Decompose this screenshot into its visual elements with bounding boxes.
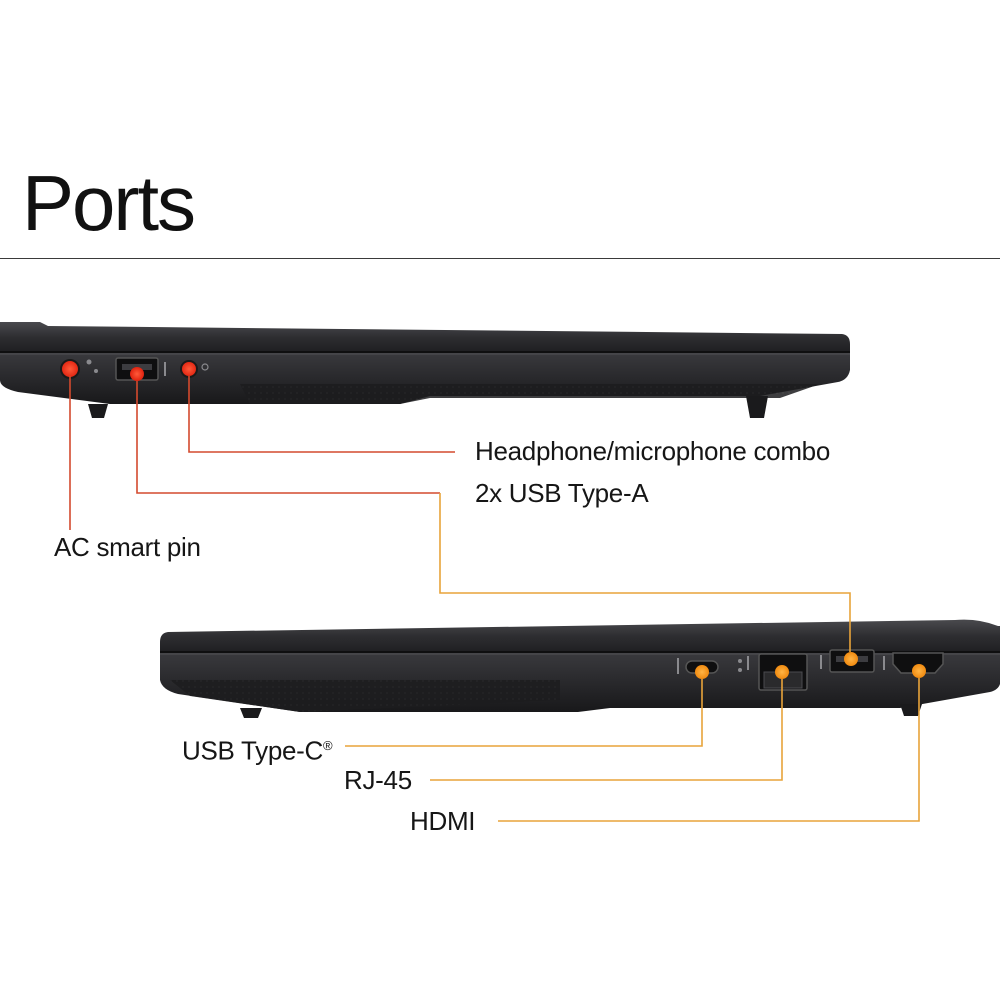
hdmi-port	[892, 652, 944, 674]
callout-hdmi: HDMI	[410, 806, 476, 836]
hdmi-port-marker	[912, 664, 926, 678]
leader-line-hdmi	[498, 678, 920, 822]
usb-a-port-right-marker	[844, 652, 858, 666]
usb-c-symbol-icon	[677, 658, 679, 674]
laptop-right-lid	[160, 619, 1000, 652]
callout-rj45: RJ-45	[344, 765, 412, 795]
usb-symbol-icon	[164, 362, 166, 376]
status-led-icon	[738, 659, 742, 663]
callout-usb-type-c: USB Type-C®	[182, 731, 333, 766]
registered-mark: ®	[323, 738, 333, 753]
led-indicator-icon	[94, 369, 98, 373]
callout-headphone: Headphone/microphone combo	[475, 436, 830, 466]
callout-ac-smart-pin: AC smart pin	[54, 532, 201, 562]
callout-usb-type-c-label: USB Type-C	[182, 735, 324, 766]
leader-line-usb-c	[345, 679, 703, 747]
title-divider	[0, 258, 1000, 259]
power-icon	[86, 359, 92, 365]
headset-icon	[201, 363, 209, 371]
leader-line-rj45	[430, 679, 783, 781]
laptop-left-foot	[88, 404, 108, 418]
laptop-right-side	[160, 619, 1000, 718]
status-led-icon	[738, 668, 742, 672]
usb-type-c-port-marker	[695, 665, 709, 679]
laptop-left-texture	[240, 384, 820, 404]
usb-a-port-marker	[130, 367, 144, 381]
laptop-left-side	[0, 322, 850, 418]
callout-usb-type-a: 2x USB Type-A	[475, 478, 649, 508]
leader-line-usb-a-left	[136, 381, 440, 494]
usb-symbol-icon	[820, 655, 822, 669]
page-title: Ports	[22, 159, 196, 247]
ac-smart-pin-port	[60, 359, 80, 379]
leader-line-usb-a-right	[439, 493, 851, 652]
laptop-left-foot	[746, 396, 768, 418]
laptop-right-texture	[170, 680, 560, 712]
laptop-left-lid	[0, 322, 850, 352]
leader-lines	[69, 376, 920, 822]
rj45-port-marker	[775, 665, 789, 679]
headphone-jack-port	[180, 360, 198, 378]
laptop-right-foot	[240, 708, 262, 718]
hdmi-symbol-icon	[883, 656, 885, 670]
network-symbol-icon	[747, 656, 749, 670]
laptop-right-foot	[900, 704, 922, 716]
leader-line-headphone	[188, 376, 455, 453]
